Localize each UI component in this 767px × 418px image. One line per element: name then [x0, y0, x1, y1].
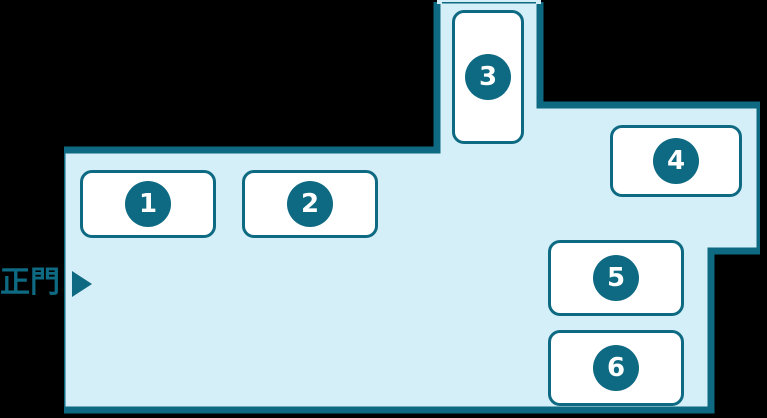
top-notch-fill-left: [437, 0, 442, 4]
building-marker-5[interactable]: 5: [548, 240, 684, 316]
building-number-badge: 1: [125, 181, 171, 227]
building-number-badge: 4: [653, 138, 699, 184]
building-marker-2[interactable]: 2: [242, 170, 378, 238]
building-number-badge: 5: [593, 255, 639, 301]
triangle-right-icon: [72, 271, 92, 297]
left-mask: [0, 0, 64, 418]
building-marker-1[interactable]: 1: [80, 170, 216, 238]
building-number-badge: 2: [287, 181, 333, 227]
right-mask: [760, 0, 767, 418]
building-marker-6[interactable]: 6: [548, 330, 684, 406]
building-number-badge: 6: [593, 345, 639, 391]
building-marker-3[interactable]: 3: [452, 10, 524, 144]
top-notch-fill: [442, 0, 536, 2]
building-marker-4[interactable]: 4: [610, 125, 742, 197]
building-number-badge: 3: [465, 54, 511, 100]
top-notch-fill-right: [536, 0, 541, 4]
main-gate-label: 正門: [0, 265, 60, 300]
